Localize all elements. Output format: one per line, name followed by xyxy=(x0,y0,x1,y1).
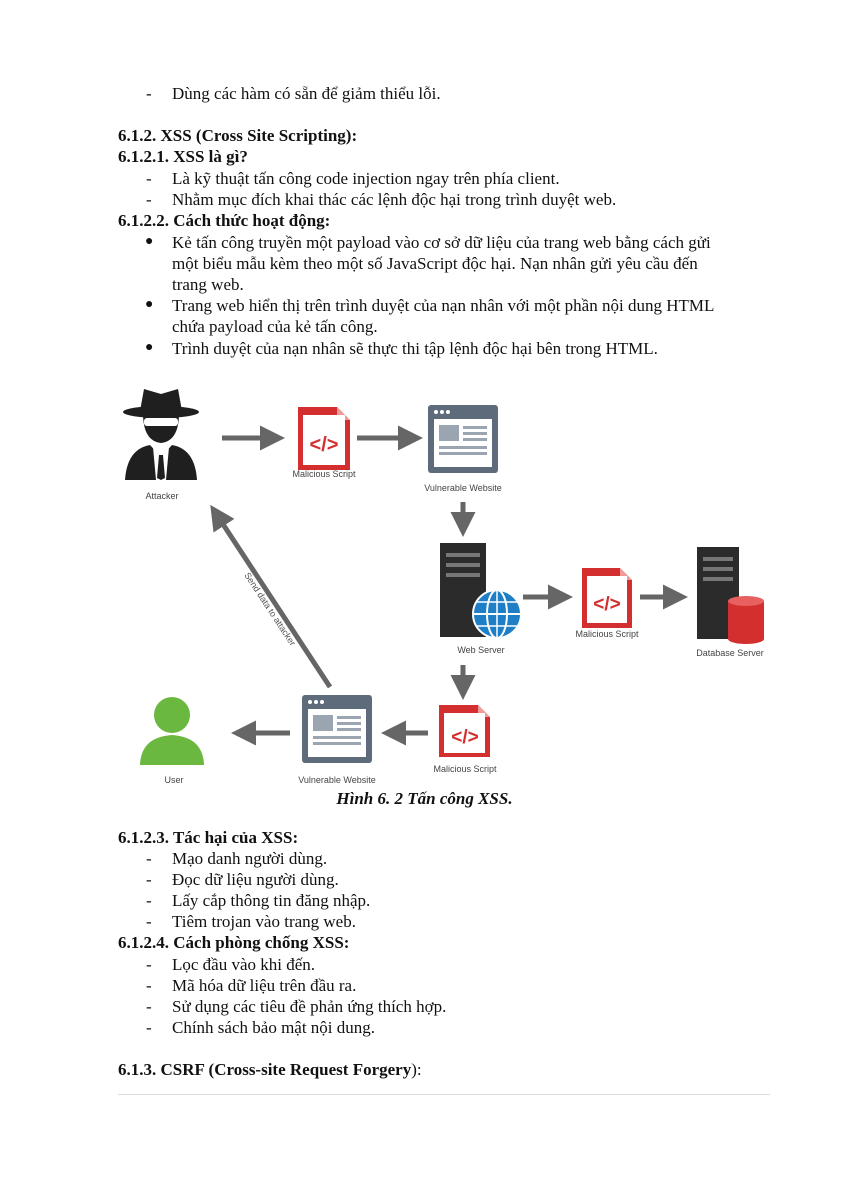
malicious-script-label: Malicious Script xyxy=(433,764,497,774)
code-glyph: </> xyxy=(593,594,620,615)
list-dash: - xyxy=(146,997,152,1016)
vulnerable-website-label: Vulnerable Website xyxy=(298,775,376,785)
section-name: Cross-site Request Forgery xyxy=(214,1060,412,1079)
web-server-icon xyxy=(440,543,522,639)
list-dash: - xyxy=(146,169,152,188)
list-item: Lấy cắp thông tin đăng nhập. xyxy=(172,891,371,910)
footer-divider xyxy=(118,1094,770,1095)
section-end: ): xyxy=(411,1060,422,1079)
section-number: 6.1.3. CSRF ( xyxy=(118,1060,215,1079)
list-item: Dùng các hàm có sẵn để giảm thiểu lỗi. xyxy=(172,84,441,103)
list-dash: - xyxy=(146,870,152,889)
list-item-line: Trang web hiển thị trên trình duyệt của … xyxy=(172,296,715,315)
list-bullet: ● xyxy=(145,234,154,249)
list-item: Tiêm trojan vào trang web. xyxy=(172,912,356,931)
list-item-line: trang web. xyxy=(172,275,244,294)
vulnerable-website-icon xyxy=(428,405,498,473)
vulnerable-website-label: Vulnerable Website xyxy=(424,483,502,493)
code-glyph: </> xyxy=(310,434,339,456)
attacker-label: Attacker xyxy=(145,491,178,501)
attacker-icon xyxy=(123,389,199,480)
list-dash: - xyxy=(146,912,152,931)
list-item: Lọc đầu vào khi đến. xyxy=(172,955,316,974)
web-server-label: Web Server xyxy=(457,645,504,655)
list-item: Đọc dữ liệu người dùng. xyxy=(172,870,339,889)
list-bullet: ● xyxy=(145,340,154,355)
list-item: Trình duyệt của nạn nhân sẽ thực thi tập… xyxy=(172,339,658,358)
section-heading: 6.1.3. CSRF (Cross-site Request Forgery)… xyxy=(118,1059,422,1080)
list-item-line: Kẻ tấn công truyền một payload vào cơ sở… xyxy=(172,233,711,252)
list-item: Chính sách bảo mật nội dung. xyxy=(172,1018,376,1037)
list-item-line: chứa payload của kẻ tấn công. xyxy=(172,317,378,336)
list-dash: - xyxy=(146,849,152,868)
subsection-heading: 6.1.2.4. Cách phòng chống XSS: xyxy=(118,933,350,952)
user-label: User xyxy=(164,775,183,785)
list-item: Là kỹ thuật tấn công code injection ngay… xyxy=(172,169,560,188)
vulnerable-website-icon xyxy=(302,695,372,763)
list-dash: - xyxy=(146,84,152,103)
subsection-heading: 6.1.2.2. Cách thức hoạt động: xyxy=(118,211,331,230)
list-dash: - xyxy=(146,1018,152,1037)
list-dash: - xyxy=(146,976,152,995)
list-item-line: một biểu mẫu kèm theo một số JavaScript … xyxy=(172,254,698,273)
list-item: Nhằm mục đích khai thác các lệnh độc hại… xyxy=(172,190,617,209)
database-server-icon xyxy=(697,547,764,644)
user-icon xyxy=(140,697,204,765)
send-data-label: Send data to attacker xyxy=(242,571,297,648)
list-bullet: ● xyxy=(145,297,154,312)
subsection-heading: 6.1.2.3. Tác hại của XSS: xyxy=(118,828,299,847)
xss-diagram: Attacker </> Malicious Script Vul xyxy=(123,389,764,785)
code-glyph: </> xyxy=(451,727,478,748)
list-dash: - xyxy=(146,190,152,209)
malicious-script-icon: </> xyxy=(439,705,490,757)
list-item: Mạo danh người dùng. xyxy=(172,849,328,868)
list-dash: - xyxy=(146,955,152,974)
subsection-heading: 6.1.2.1. XSS là gì? xyxy=(118,147,248,166)
malicious-script-icon: </> xyxy=(582,568,632,628)
list-dash: - xyxy=(146,891,152,910)
list-item: Sử dụng các tiêu đề phản ứng thích hợp. xyxy=(172,997,447,1016)
database-server-label: Database Server xyxy=(696,648,764,658)
malicious-script-label: Malicious Script xyxy=(292,469,356,479)
figure-caption: Hình 6. 2 Tấn công XSS. xyxy=(336,789,513,808)
list-item: Mã hóa dữ liệu trên đầu ra. xyxy=(172,976,357,995)
send-data-arrow xyxy=(210,504,333,689)
malicious-script-label: Malicious Script xyxy=(575,629,639,639)
malicious-script-icon: </> xyxy=(298,407,350,470)
section-heading: 6.1.2. XSS (Cross Site Scripting): xyxy=(118,126,358,145)
